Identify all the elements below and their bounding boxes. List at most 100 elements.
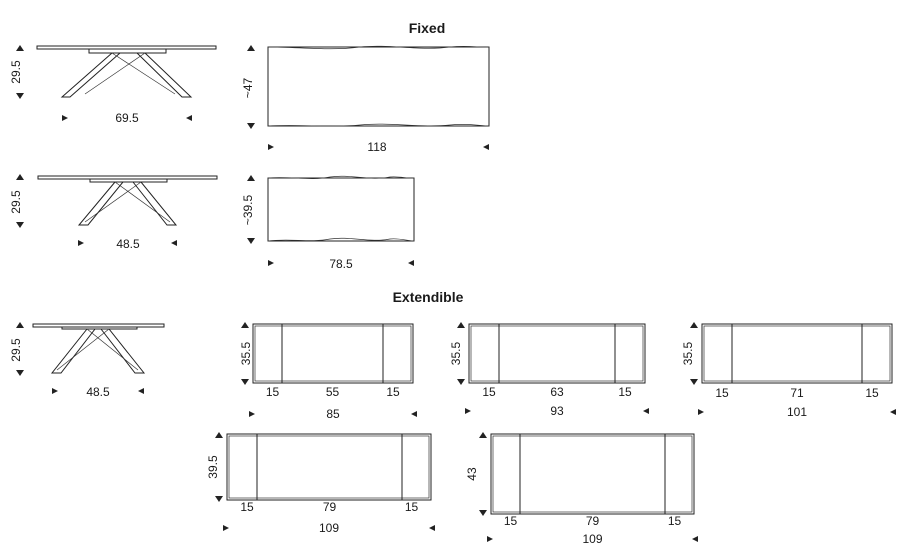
segment-left-label: 15	[715, 386, 729, 400]
table-leg	[77, 181, 125, 226]
table-leg	[56, 328, 110, 371]
arrow-marker	[223, 525, 229, 531]
segment-center-label: 71	[790, 386, 804, 400]
segment-center-label: 79	[586, 514, 600, 528]
depth-label: ~39.5	[241, 194, 255, 225]
arrow-marker	[411, 411, 417, 417]
segment-center-label: 63	[550, 385, 564, 399]
table-leg	[86, 328, 139, 371]
side-view-extendible: 29.5 48.5	[9, 322, 165, 399]
table-top-outline	[252, 323, 414, 384]
table-top-outline	[701, 323, 893, 384]
table-leg	[84, 181, 142, 223]
arrow-marker	[247, 238, 255, 244]
arrow-marker	[215, 432, 223, 438]
table-leg	[131, 181, 178, 226]
width-label: 48.5	[86, 385, 110, 399]
arrow-marker	[52, 388, 58, 394]
table-top-outline	[267, 46, 490, 127]
arrow-marker	[698, 409, 704, 415]
table-top-inner-edge	[228, 435, 430, 499]
arrow-marker	[690, 322, 698, 328]
table-leg	[135, 52, 193, 98]
table-leg	[99, 328, 146, 374]
arrow-marker	[16, 222, 24, 228]
arrow-marker	[487, 536, 493, 542]
fixed-top-large: ~47 118	[241, 45, 490, 154]
table-top-outline	[226, 433, 432, 501]
arrow-marker	[16, 45, 24, 51]
depth-label: 35.5	[449, 341, 463, 365]
table-top-inner-edge	[492, 435, 693, 513]
segment-left-label: 15	[240, 500, 254, 514]
total-length-label: 109	[582, 532, 602, 546]
segment-left-label: 15	[266, 385, 280, 399]
arrow-marker	[479, 432, 487, 438]
depth-label: 35.5	[681, 341, 695, 365]
table-top-inner-edge	[254, 325, 412, 382]
width-label: 48.5	[116, 237, 140, 251]
arrow-marker	[465, 408, 471, 414]
arrow-marker	[16, 174, 24, 180]
arrow-marker	[16, 93, 24, 99]
height-label: 29.5	[9, 190, 23, 214]
arrow-marker	[247, 123, 255, 129]
total-length-label: 101	[787, 405, 807, 419]
arrow-marker	[457, 322, 465, 328]
arrow-marker	[247, 175, 255, 181]
width-label: 69.5	[115, 111, 139, 125]
table-leg	[60, 52, 122, 98]
total-length-label: 109	[319, 521, 339, 535]
arrow-marker	[241, 379, 249, 385]
live-edge	[267, 237, 415, 242]
arrow-marker	[78, 240, 84, 246]
total-length-label: 85	[326, 407, 340, 421]
table-top-outline	[267, 177, 415, 242]
arrow-marker	[138, 388, 144, 394]
table-top-outline	[468, 323, 646, 384]
table-frame	[88, 48, 167, 54]
table-leg	[50, 328, 97, 374]
arrow-marker	[457, 379, 465, 385]
heading-extendible: Extendible	[393, 289, 464, 305]
arrow-marker	[643, 408, 649, 414]
table-top-outline	[490, 433, 695, 515]
depth-label: 43	[465, 467, 479, 481]
table-leg	[111, 52, 176, 95]
arrow-marker	[215, 496, 223, 502]
segment-center-label: 79	[323, 500, 337, 514]
length-label: 118	[367, 140, 386, 154]
table-frame	[89, 178, 168, 183]
extendible-top-3: 35.5 15 71 15 101	[681, 322, 896, 419]
arrow-marker	[268, 144, 274, 150]
arrow-marker	[479, 510, 487, 516]
arrow-marker	[171, 240, 177, 246]
live-edge	[267, 45, 490, 50]
segment-left-label: 15	[504, 514, 518, 528]
arrow-marker	[241, 322, 249, 328]
arrow-marker	[690, 379, 698, 385]
arrow-marker	[483, 144, 489, 150]
depth-label: 35.5	[239, 341, 253, 365]
segment-right-label: 15	[386, 385, 400, 399]
arrow-marker	[62, 115, 68, 121]
live-edge	[267, 175, 415, 179]
segment-left-label: 15	[482, 385, 496, 399]
table-top-inner-edge	[703, 325, 891, 382]
heading-fixed: Fixed	[409, 20, 446, 36]
segment-right-label: 15	[865, 386, 879, 400]
table-frame	[61, 326, 138, 330]
table-top-inner-edge	[470, 325, 644, 382]
segment-right-label: 15	[405, 500, 419, 514]
total-length-label: 93	[550, 404, 564, 418]
depth-label: ~47	[241, 77, 255, 98]
length-label: 78.5	[329, 257, 353, 271]
table-leg	[114, 181, 171, 223]
side-view-small: 29.5 48.5	[9, 174, 218, 251]
arrow-marker	[692, 536, 698, 542]
